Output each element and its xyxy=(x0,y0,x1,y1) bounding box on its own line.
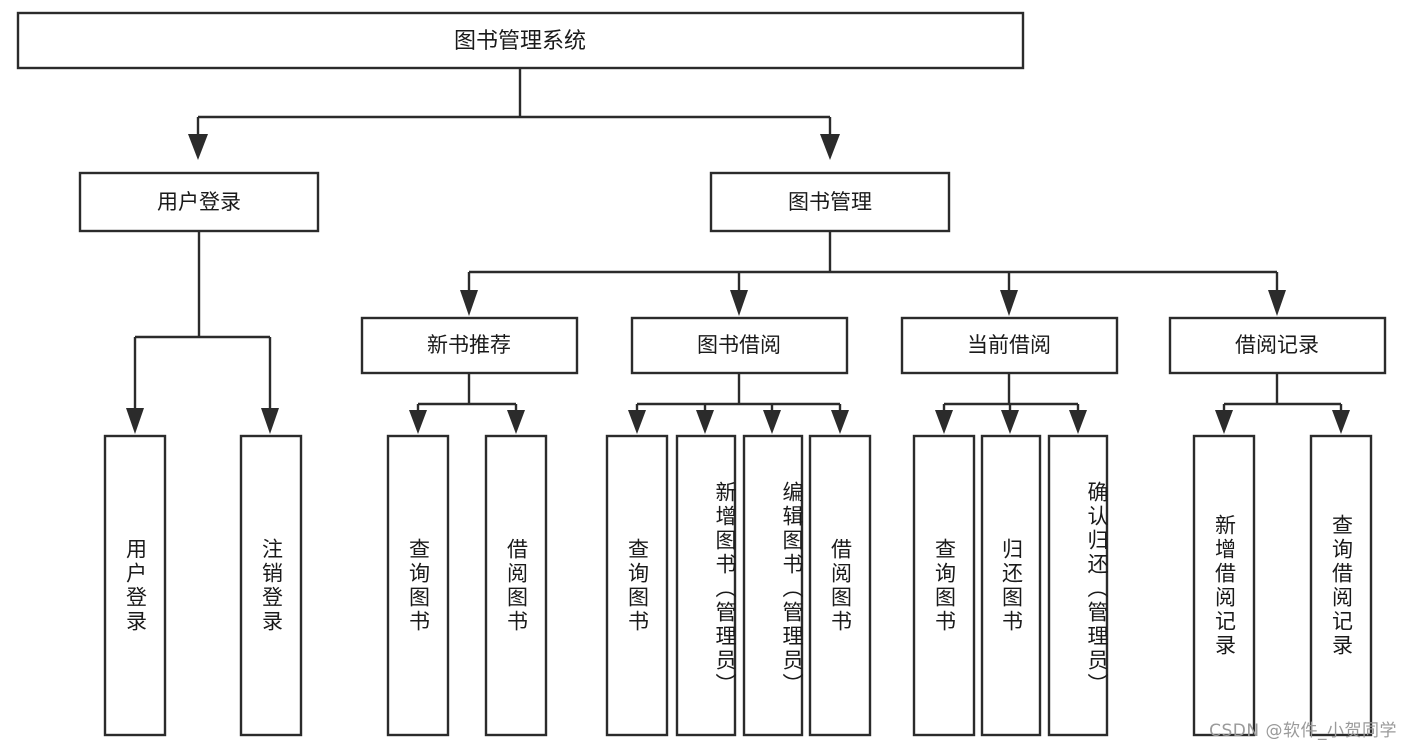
node-new-book-recommend-box[interactable] xyxy=(360,316,579,375)
arrow-nbr-leaf-2 xyxy=(507,410,525,434)
arrow-bb-leaf-4 xyxy=(831,410,849,434)
node-root-label: 图书管理系统 xyxy=(454,29,586,54)
leaf-box-book-borrow-4[interactable] xyxy=(808,434,872,737)
arrow-bm-to-borrow-record xyxy=(1268,290,1286,316)
arrow-bm-to-current-borrow xyxy=(1000,290,1018,316)
arrow-cb-leaf-1 xyxy=(935,410,953,434)
arrow-nbr-leaf-1 xyxy=(409,410,427,434)
node-new-book-recommend[interactable]: 新书推荐 xyxy=(360,316,579,375)
arrow-bm-to-new-book xyxy=(460,290,478,316)
leaf-box-user-login-1[interactable] xyxy=(103,434,167,737)
arrow-cb-leaf-3 xyxy=(1069,410,1087,434)
node-user-login-label: 用户登录 xyxy=(157,190,241,214)
arrow-br-leaf-1 xyxy=(1215,410,1233,434)
arrow-user-login-leaf-2 xyxy=(261,408,279,434)
leaf-box-borrow-record-1[interactable] xyxy=(1192,434,1256,737)
csdn-watermark: CSDN @软件_小贺同学 xyxy=(1209,721,1397,741)
node-root[interactable]: 图书管理系统 xyxy=(16,11,1025,70)
node-book-manage-box[interactable] xyxy=(709,171,951,233)
arrow-user-login-leaf-1 xyxy=(126,408,144,434)
node-current-borrow-box[interactable] xyxy=(900,316,1119,375)
leaf-box-book-borrow-2[interactable] xyxy=(675,434,737,737)
arrow-bb-leaf-2 xyxy=(696,410,714,434)
leaf-box-current-borrow-2[interactable] xyxy=(980,434,1042,737)
arrow-cb-leaf-2 xyxy=(1001,410,1019,434)
leaf-box-new-book-1[interactable] xyxy=(386,434,450,737)
arrow-bm-to-book-borrow xyxy=(730,290,748,316)
node-current-borrow[interactable]: 当前借阅 xyxy=(900,316,1119,375)
leaf-box-current-borrow-3[interactable] xyxy=(1047,434,1109,737)
node-book-borrow-label: 图书借阅 xyxy=(697,333,781,357)
arrow-root-to-user-login xyxy=(188,134,208,160)
leaf-box-borrow-record-2[interactable] xyxy=(1309,434,1373,737)
node-book-borrow[interactable]: 图书借阅 xyxy=(630,316,849,375)
leaf-box-user-login-2[interactable] xyxy=(239,434,303,737)
arrow-bb-leaf-3 xyxy=(763,410,781,434)
node-book-manage[interactable]: 图书管理 xyxy=(709,171,951,233)
node-borrow-record-label: 借阅记录 xyxy=(1235,333,1319,357)
leaf-box-new-book-2[interactable] xyxy=(484,434,548,737)
node-new-book-recommend-label: 新书推荐 xyxy=(427,333,511,357)
leaf-box-book-borrow-3[interactable] xyxy=(742,434,804,737)
arrow-br-leaf-2 xyxy=(1332,410,1350,434)
arrow-bb-leaf-1 xyxy=(628,410,646,434)
node-user-login[interactable]: 用户登录 xyxy=(78,171,320,233)
node-book-borrow-box[interactable] xyxy=(630,316,849,375)
node-borrow-record-box[interactable] xyxy=(1168,316,1387,375)
leaf-box-book-borrow-1[interactable] xyxy=(605,434,669,737)
node-root-box[interactable] xyxy=(16,11,1025,70)
arrow-root-to-book-manage xyxy=(820,134,840,160)
node-current-borrow-label: 当前借阅 xyxy=(967,333,1051,357)
leaf-box-current-borrow-1[interactable] xyxy=(912,434,976,737)
node-borrow-record[interactable]: 借阅记录 xyxy=(1168,316,1387,375)
node-book-manage-label: 图书管理 xyxy=(788,190,872,214)
